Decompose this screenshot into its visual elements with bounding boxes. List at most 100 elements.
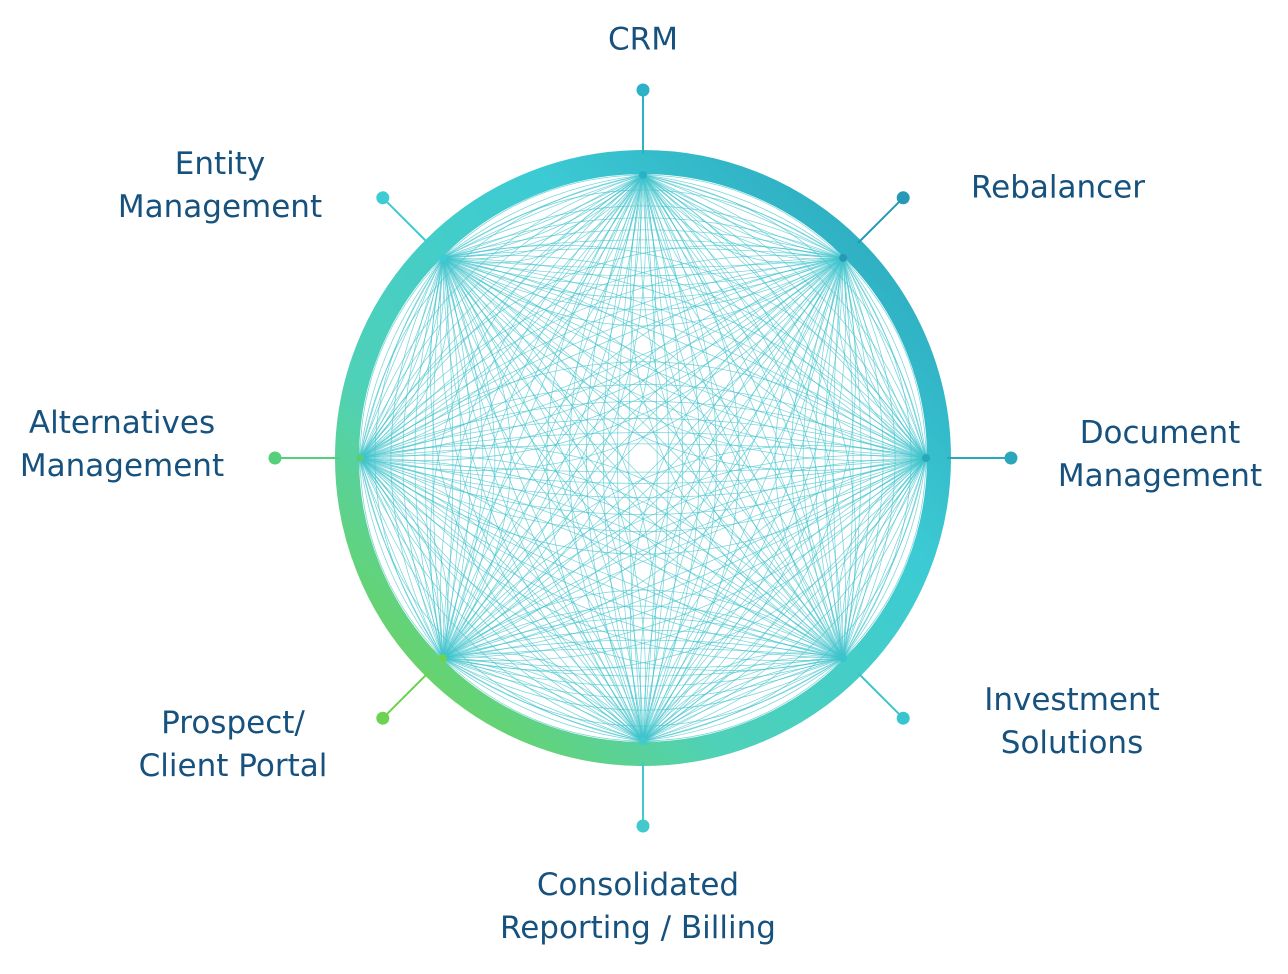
connection-curve <box>442 257 927 459</box>
connection-curve <box>359 457 445 659</box>
connection-curve <box>442 174 644 259</box>
connection-curve <box>842 257 854 659</box>
connection-curve <box>640 257 844 742</box>
connection-curve <box>442 257 844 659</box>
connection-curve <box>642 657 844 742</box>
connection-curve <box>442 257 844 659</box>
connection-curve <box>442 174 644 259</box>
connection-curve <box>842 457 927 659</box>
connection-curve <box>359 457 844 661</box>
connection-curve <box>442 657 844 669</box>
connection-curve <box>642 257 844 742</box>
connection-curve <box>442 657 844 677</box>
connection-curve <box>359 257 444 459</box>
connection-curve <box>603 174 644 742</box>
connection-curve <box>359 457 927 498</box>
connection-curve <box>359 257 844 459</box>
connection-curve <box>359 257 444 459</box>
alternatives-management-anchor <box>356 454 364 462</box>
connection-curve <box>359 255 844 459</box>
connection-curve <box>442 255 927 459</box>
connection-curve <box>442 257 844 659</box>
connection-curve <box>842 257 872 659</box>
connection-curve <box>359 457 644 742</box>
consolidated-reporting-billing-anchor <box>639 737 647 745</box>
connection-curve <box>442 257 844 299</box>
connection-curve <box>359 257 444 459</box>
entity-management-dot <box>376 191 390 205</box>
connection-curve <box>359 457 444 659</box>
connection-curve <box>442 257 844 659</box>
connection-curve <box>442 257 927 459</box>
connection-curve <box>442 257 646 742</box>
connection-curve <box>442 257 462 659</box>
connection-curve <box>642 174 844 259</box>
connection-curve <box>642 657 844 742</box>
connection-curve <box>359 457 444 659</box>
connection-curve <box>442 257 496 659</box>
connection-curve <box>642 174 857 659</box>
connection-curve <box>442 257 844 659</box>
connection-curve <box>442 457 927 659</box>
document-management-label-line: Management <box>1057 458 1263 494</box>
connection-curve <box>842 257 927 459</box>
document-management-label-line: Document <box>1079 415 1241 451</box>
document-management-anchor <box>922 454 930 462</box>
document-management-dot <box>1004 451 1018 465</box>
connection-curve <box>630 257 844 742</box>
connection-curve <box>642 174 927 459</box>
connection-curve <box>774 257 844 659</box>
connection-curve <box>359 257 844 459</box>
connection-curve <box>359 457 927 484</box>
connection-curve <box>442 257 844 659</box>
connection-curve <box>442 457 927 659</box>
connection-curve <box>642 457 927 742</box>
connection-curve <box>642 657 844 742</box>
connection-curve <box>359 384 927 459</box>
connection-curve <box>842 257 927 459</box>
connection-curve <box>442 457 927 672</box>
connection-curve <box>642 174 927 459</box>
connection-curve <box>442 257 644 742</box>
connection-curve <box>642 457 927 742</box>
connection-curve <box>642 174 669 742</box>
connection-curve <box>442 657 844 687</box>
connection-curve <box>442 174 644 659</box>
crm-label: CRM <box>608 19 678 62</box>
connection-curve <box>642 257 846 742</box>
connection-curve <box>442 657 644 742</box>
connection-curve <box>359 432 927 459</box>
connection-curve <box>359 361 927 459</box>
connection-curve <box>442 257 844 659</box>
connection-curve <box>359 257 445 459</box>
connection-curve <box>442 257 844 659</box>
connection-curve <box>402 257 444 659</box>
connection-curve <box>442 257 844 269</box>
connection-curve <box>642 457 927 742</box>
connection-curve <box>390 257 444 659</box>
connection-curve <box>429 174 644 659</box>
connection-curve <box>642 457 927 742</box>
connection-curve <box>442 257 844 659</box>
connection-curve <box>442 257 644 742</box>
connection-curve <box>442 257 644 742</box>
connection-curve <box>442 257 927 459</box>
connection-curve <box>442 457 927 661</box>
connection-curve <box>442 257 644 742</box>
connection-curve <box>442 445 927 659</box>
connection-curve <box>359 174 644 459</box>
connection-curve <box>842 257 896 659</box>
connection-curve <box>442 257 844 659</box>
connection-curve <box>359 401 927 459</box>
connection-curve <box>359 457 444 659</box>
connection-curve <box>440 174 644 659</box>
connection-curve <box>442 257 844 659</box>
connection-curve <box>359 174 644 459</box>
connection-curve <box>442 247 844 259</box>
connection-curve <box>546 174 644 742</box>
connection-curve <box>642 174 844 259</box>
investment-solutions-label-line: Investment <box>984 682 1160 718</box>
connection-curve <box>359 457 644 742</box>
